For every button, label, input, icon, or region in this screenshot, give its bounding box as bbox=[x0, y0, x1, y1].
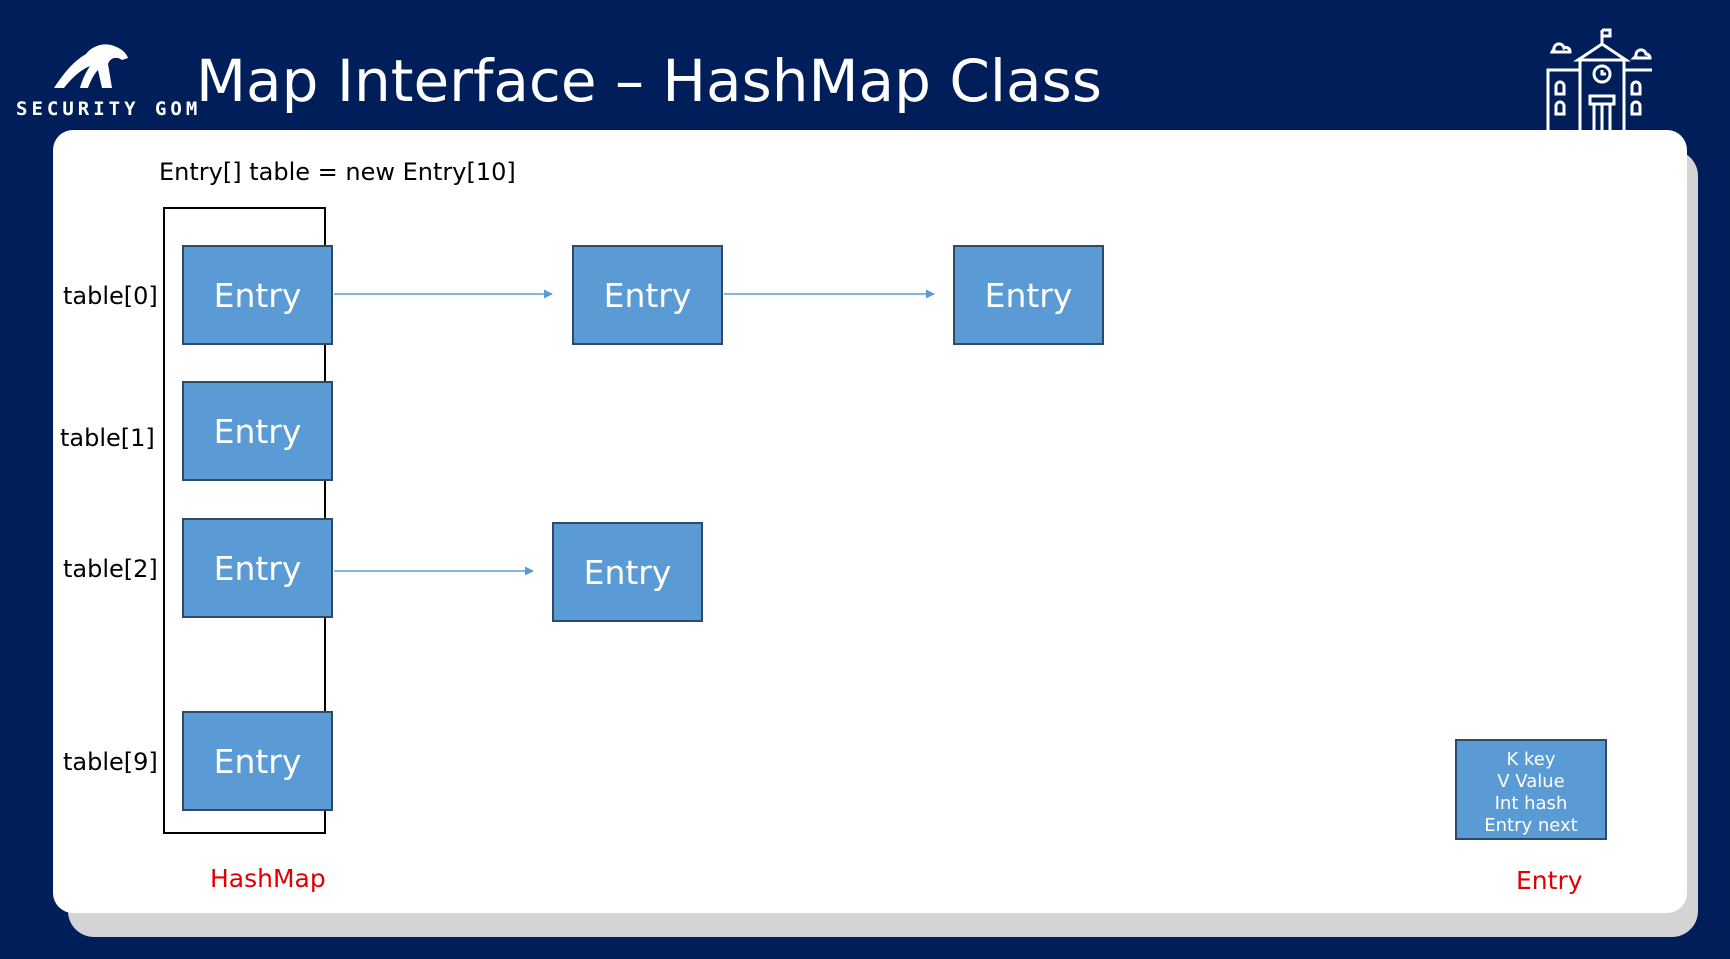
table-entry-1: Entry bbox=[182, 381, 333, 481]
row-label-table-0: table[0] bbox=[63, 282, 158, 310]
row-label-table-1: table[1] bbox=[60, 424, 155, 452]
row-label-table-9: table[9] bbox=[63, 748, 158, 776]
brand-text: SECURITY GOM bbox=[16, 98, 202, 120]
table-declaration: Entry[] table = new Entry[10] bbox=[159, 158, 516, 186]
entry-field-value: V Value bbox=[1497, 771, 1565, 792]
table-entry-2: Entry bbox=[182, 518, 333, 618]
chain-entry-0-2: Entry bbox=[953, 245, 1104, 345]
brand-logo: SECURITY GOM bbox=[12, 38, 197, 122]
entry-structure-box: K key V Value Int hash Entry next bbox=[1455, 739, 1607, 840]
entry-field-next: Entry next bbox=[1484, 815, 1578, 836]
polar-bear-logo-icon bbox=[54, 44, 128, 88]
entry-caption: Entry bbox=[1516, 866, 1583, 895]
page-title: Map Interface – HashMap Class bbox=[196, 47, 1102, 115]
entry-field-hash: Int hash bbox=[1494, 793, 1568, 814]
table-entry-0: Entry bbox=[182, 245, 333, 345]
row-label-table-2: table[2] bbox=[63, 555, 158, 583]
table-entry-9: Entry bbox=[182, 711, 333, 811]
hashmap-caption: HashMap bbox=[210, 864, 326, 893]
chain-entry-0-1: Entry bbox=[572, 245, 723, 345]
entry-field-key: K key bbox=[1506, 749, 1556, 770]
chain-entry-2-1: Entry bbox=[552, 522, 703, 622]
